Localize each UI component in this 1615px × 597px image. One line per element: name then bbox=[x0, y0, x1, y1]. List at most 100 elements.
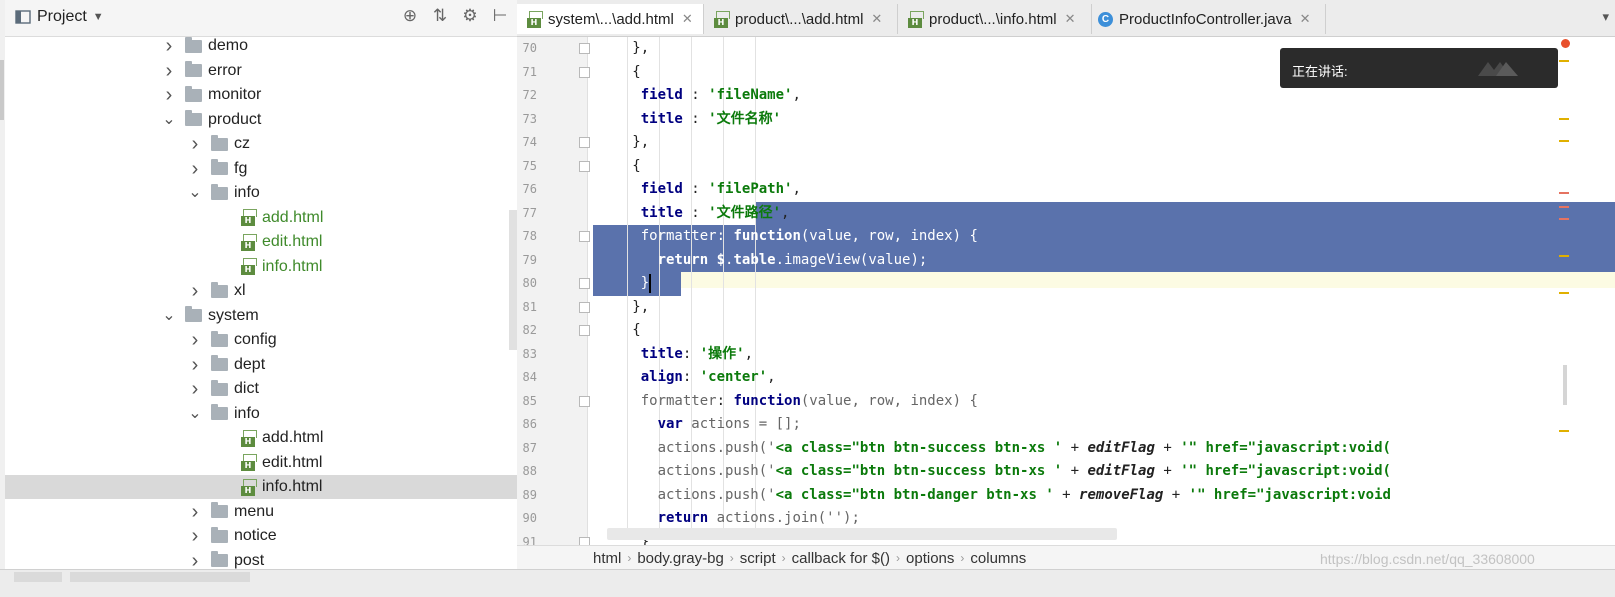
chevron-down-icon[interactable]: ⌄ bbox=[162, 306, 176, 324]
chevron-down-icon[interactable]: ⌄ bbox=[188, 184, 202, 201]
fold-marker-icon[interactable] bbox=[579, 395, 590, 407]
fold-marker-icon[interactable] bbox=[579, 160, 590, 172]
tree-folder[interactable]: ⌄product bbox=[5, 108, 517, 132]
tabs-menu-icon[interactable]: ▾ bbox=[1602, 10, 1609, 25]
editor-vertical-scrollbar[interactable] bbox=[1563, 365, 1567, 405]
tree-folder[interactable]: ⌄info bbox=[5, 402, 517, 426]
breadcrumb-item[interactable]: body.gray-bg bbox=[637, 549, 724, 567]
chevron-right-icon[interactable]: › bbox=[165, 35, 173, 57]
gear-icon[interactable]: ⚙ bbox=[462, 6, 478, 26]
chevron-right-icon[interactable]: › bbox=[191, 353, 199, 376]
tree-folder[interactable]: ›monitor bbox=[5, 83, 517, 107]
fold-marker-icon[interactable] bbox=[579, 301, 590, 313]
line-number[interactable]: 74 bbox=[522, 135, 537, 149]
line-number[interactable]: 86 bbox=[522, 417, 537, 431]
code-line[interactable]: }, bbox=[632, 296, 1615, 319]
chevron-right-icon[interactable]: › bbox=[191, 329, 199, 351]
code-line[interactable]: { bbox=[632, 61, 1615, 84]
tool-strip-knob[interactable] bbox=[0, 60, 4, 120]
code-line[interactable]: actions.push('<a class="btn btn-success … bbox=[658, 437, 1615, 460]
chevron-right-icon[interactable]: › bbox=[191, 378, 199, 400]
tree-folder[interactable]: ›fg bbox=[5, 157, 517, 181]
fold-marker-icon[interactable] bbox=[579, 66, 590, 78]
tree-folder[interactable]: ›cz bbox=[5, 132, 517, 156]
tree-folder[interactable]: ⌄system bbox=[5, 304, 517, 328]
code-area[interactable]: },{field : 'fileName',title : '文件名称'},{f… bbox=[593, 37, 1615, 545]
bottom-tool-tab[interactable] bbox=[14, 572, 62, 582]
locate-icon[interactable]: ⊕ bbox=[402, 6, 418, 26]
change-marker[interactable] bbox=[1559, 430, 1569, 432]
error-indicator-icon[interactable] bbox=[1561, 39, 1570, 48]
code-line[interactable]: } bbox=[641, 272, 1615, 295]
tree-folder[interactable]: ›menu bbox=[5, 500, 517, 524]
chevron-right-icon[interactable]: › bbox=[191, 549, 199, 572]
chevron-right-icon[interactable]: › bbox=[191, 157, 199, 180]
change-marker[interactable] bbox=[1559, 255, 1569, 257]
chevron-right-icon[interactable]: › bbox=[191, 525, 199, 547]
chevron-right-icon[interactable]: › bbox=[191, 280, 199, 302]
tree-folder[interactable]: ›notice bbox=[5, 524, 517, 548]
chevron-right-icon[interactable]: › bbox=[191, 500, 199, 523]
project-scrollbar[interactable] bbox=[509, 210, 517, 350]
code-line[interactable]: title : '文件路径', bbox=[641, 202, 1615, 225]
code-line[interactable]: formatter: function(value, row, index) { bbox=[641, 225, 1615, 248]
line-number[interactable]: 88 bbox=[522, 464, 537, 478]
error-marker[interactable] bbox=[1559, 192, 1569, 194]
fold-marker-icon[interactable] bbox=[579, 137, 590, 148]
tree-folder[interactable]: ›post bbox=[5, 549, 517, 573]
change-marker[interactable] bbox=[1559, 140, 1569, 142]
line-number[interactable]: 87 bbox=[522, 440, 537, 455]
line-number[interactable]: 89 bbox=[522, 487, 537, 502]
breadcrumb-item[interactable]: columns bbox=[970, 549, 1027, 567]
close-icon[interactable]: ✕ bbox=[1064, 11, 1076, 26]
chevron-down-icon[interactable]: ⌄ bbox=[188, 404, 202, 422]
code-line[interactable]: { bbox=[632, 155, 1615, 178]
line-number[interactable]: 72 bbox=[522, 88, 537, 102]
tree-folder[interactable]: ›dept bbox=[5, 353, 517, 377]
change-marker[interactable] bbox=[1559, 118, 1569, 120]
code-line[interactable]: actions.push('<a class="btn btn-success … bbox=[658, 460, 1615, 483]
tree-folder[interactable]: ›dict bbox=[5, 377, 517, 401]
breadcrumb-item[interactable]: script bbox=[739, 549, 776, 567]
change-marker[interactable] bbox=[1559, 60, 1569, 62]
close-icon[interactable]: ✕ bbox=[1299, 11, 1311, 26]
close-icon[interactable]: ✕ bbox=[871, 11, 883, 26]
fold-marker-icon[interactable] bbox=[579, 231, 590, 242]
tree-folder[interactable]: ›error bbox=[5, 59, 517, 83]
breadcrumb-item[interactable]: options bbox=[906, 549, 955, 567]
line-number[interactable]: 90 bbox=[522, 511, 537, 525]
code-line[interactable]: align: 'center', bbox=[641, 366, 1615, 389]
fold-marker-icon[interactable] bbox=[579, 325, 590, 336]
close-icon[interactable]: ✕ bbox=[681, 11, 693, 26]
line-number[interactable]: 81 bbox=[522, 299, 537, 314]
fold-marker-icon[interactable] bbox=[579, 536, 590, 545]
line-number[interactable]: 84 bbox=[522, 370, 537, 384]
bottom-tool-tab[interactable] bbox=[70, 572, 250, 582]
chevron-right-icon[interactable]: › bbox=[165, 84, 173, 106]
fold-marker-icon[interactable] bbox=[579, 278, 590, 289]
code-line[interactable]: title: '操作', bbox=[641, 343, 1615, 366]
tree-folder[interactable]: ›config bbox=[5, 328, 517, 352]
breadcrumb-item[interactable]: html bbox=[593, 549, 622, 567]
change-marker[interactable] bbox=[1559, 292, 1569, 294]
collapse-all-icon[interactable]: ⇅ bbox=[432, 6, 448, 26]
tree-folder[interactable]: ›demo bbox=[5, 34, 517, 58]
code-line[interactable]: }, bbox=[632, 37, 1615, 60]
code-line[interactable]: formatter: function(value, row, index) { bbox=[641, 390, 1615, 413]
line-number[interactable]: 70 bbox=[522, 41, 537, 55]
code-line[interactable]: var actions = []; bbox=[658, 413, 1615, 436]
chevron-down-icon[interactable]: ⌄ bbox=[162, 110, 176, 128]
horizontal-scrollbar[interactable] bbox=[607, 528, 1117, 540]
code-line[interactable]: actions.push('<a class="btn btn-danger b… bbox=[658, 484, 1615, 507]
code-line[interactable]: { bbox=[632, 319, 1615, 342]
line-number[interactable]: 75 bbox=[522, 158, 537, 173]
